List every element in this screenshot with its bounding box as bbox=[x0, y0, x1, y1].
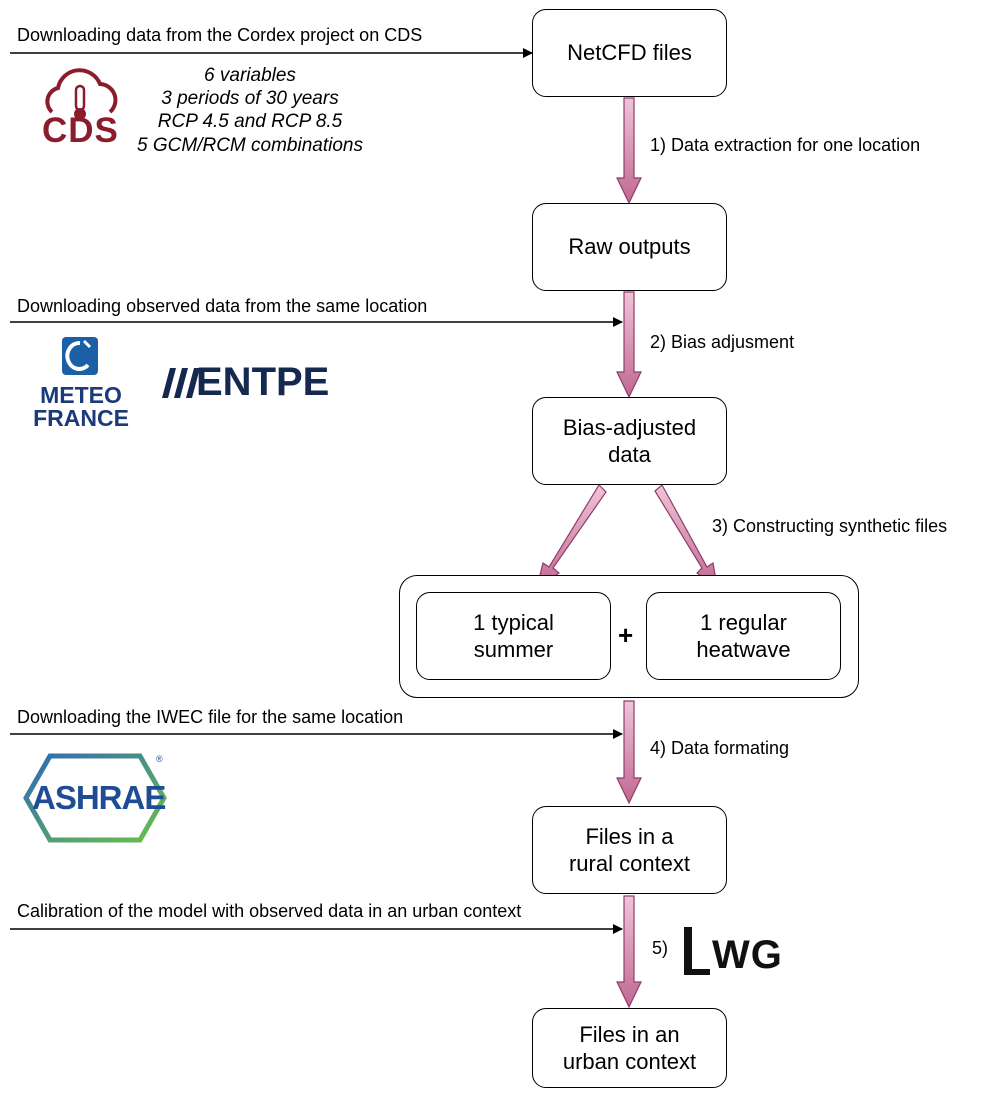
step-label-5: 5) bbox=[652, 938, 669, 958]
step-arrow-1 bbox=[616, 97, 642, 205]
cds-logo-text: CDS bbox=[42, 111, 119, 150]
cds-logo bbox=[38, 66, 123, 150]
ashrae-logo-text: ASHRAE bbox=[32, 779, 166, 816]
note-periods: 3 periods of 30 years bbox=[161, 88, 339, 110]
box-netcdf-files: NetCFD files bbox=[532, 9, 727, 97]
ashrae-hexagon-icon: ® bbox=[23, 753, 167, 843]
ashrae-logo: ® bbox=[22, 752, 170, 844]
meteo-france-text: METEO FRANCE bbox=[30, 382, 132, 432]
note-rcp: RCP 4.5 and RCP 8.5 bbox=[157, 111, 343, 133]
plus-sign: + bbox=[618, 620, 634, 650]
cds-cloud-icon bbox=[45, 68, 118, 120]
box-urban-context: Files in an urban context bbox=[532, 1008, 727, 1088]
step-arrow-2 bbox=[616, 291, 642, 399]
step-label-4: 4) Data formating bbox=[650, 738, 790, 758]
step-label-3: 3) Constructing synthetic files bbox=[712, 516, 948, 536]
box-typical-summer: 1 typical summer bbox=[416, 592, 611, 680]
box-bias-adjusted: Bias-adjusted data bbox=[532, 397, 727, 485]
uwg-bracket-icon bbox=[684, 927, 710, 975]
box-raw-outputs: Raw outputs bbox=[532, 203, 727, 291]
box-rural-context: Files in a rural context bbox=[532, 806, 727, 894]
cds-notes: 6 variables 3 periods of 30 years RCP 4.… bbox=[105, 64, 395, 157]
step-arrow-4 bbox=[616, 700, 642, 805]
meteo-france-icon bbox=[62, 337, 98, 375]
input-label-iwec: Downloading the IWEC file for the same l… bbox=[17, 707, 404, 727]
step-label-2: 2) Bias adjusment bbox=[650, 332, 795, 352]
input-label-calibration: Calibration of the model with observed d… bbox=[17, 901, 522, 921]
meteo-france-logo bbox=[60, 335, 100, 377]
entpe-logo-text: ENTPE bbox=[196, 360, 330, 404]
step-arrow-5 bbox=[616, 895, 642, 1009]
step-label-1: 1) Data extraction for one location bbox=[650, 135, 921, 155]
meteo-line1: METEO bbox=[40, 382, 122, 408]
input-label-observed: Downloading observed data from the same … bbox=[17, 296, 428, 316]
meteo-line2: FRANCE bbox=[33, 405, 129, 432]
uwg-logo-text: WG bbox=[712, 933, 783, 977]
svg-text:®: ® bbox=[156, 754, 163, 764]
box-regular-heatwave: 1 regular heatwave bbox=[646, 592, 841, 680]
note-variables: 6 variables bbox=[204, 65, 296, 86]
input-label-cordex: Downloading data from the Cordex project… bbox=[17, 25, 423, 45]
note-combinations: 5 GCM/RCM combinations bbox=[137, 134, 363, 156]
uwg-logo-bracket bbox=[682, 925, 712, 977]
entpe-slashes-icon bbox=[162, 368, 200, 398]
entpe-logo-slashes bbox=[162, 366, 208, 400]
